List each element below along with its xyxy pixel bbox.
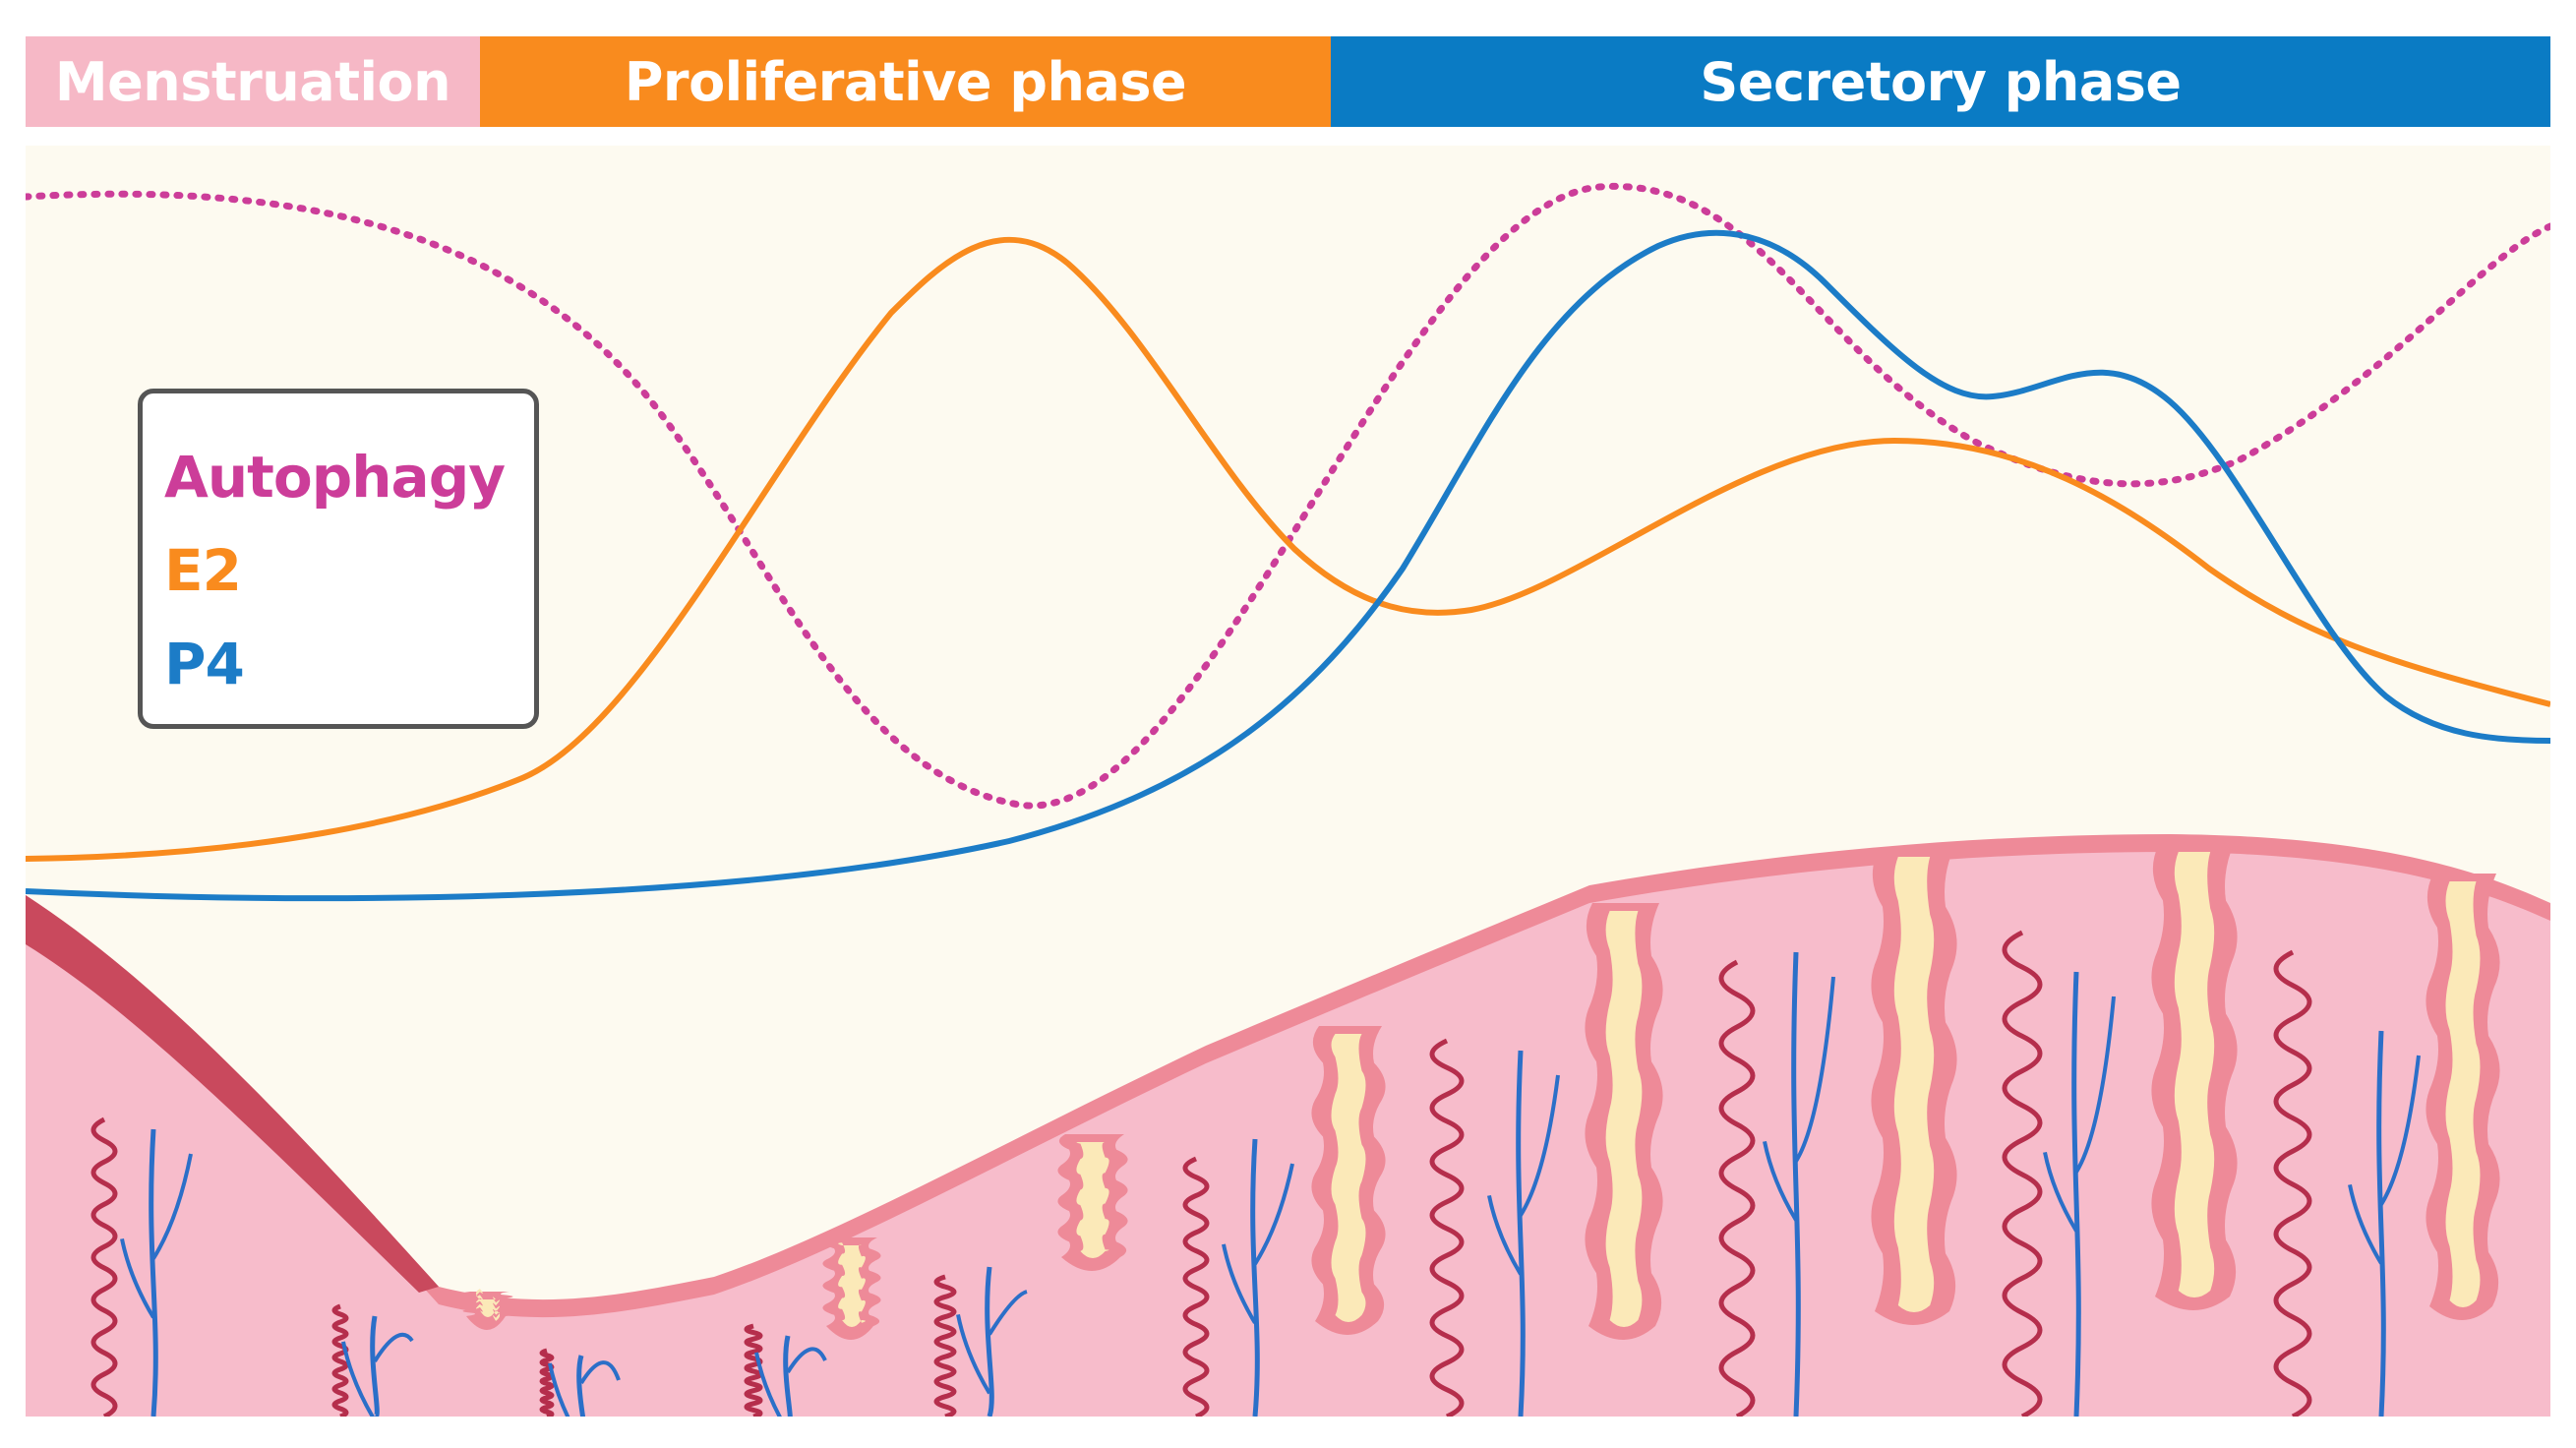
gland-lumen <box>1893 857 1935 1312</box>
spiral-artery <box>933 1274 957 1417</box>
vein-branch <box>1222 1243 1257 1324</box>
vein-branch <box>1763 1141 1798 1222</box>
phase-bar: Menstruation Proliferative phase Secreto… <box>26 36 2550 127</box>
vein <box>783 1335 793 1417</box>
gland-lumen <box>838 1242 866 1327</box>
autophagy-curve <box>26 182 2550 810</box>
p4-curve <box>26 229 2550 902</box>
vein-branch <box>1519 1074 1560 1217</box>
gland-lumen <box>1605 911 1643 1327</box>
spiral-artery <box>2002 930 2043 1417</box>
gland-lumen <box>1076 1141 1109 1258</box>
vein <box>1516 1050 1526 1417</box>
spiral-arteries <box>90 930 2312 1417</box>
diagram-canvas <box>26 182 2550 1417</box>
vein <box>1791 951 1801 1417</box>
phase-proliferative: Proliferative phase <box>480 36 1331 127</box>
vein-branch <box>988 1290 1028 1336</box>
legend-autophagy: Autophagy <box>164 444 506 511</box>
veins <box>120 951 2421 1417</box>
vein-branch <box>1487 1195 1523 1276</box>
spiral-artery <box>1182 1156 1210 1417</box>
vein <box>576 1355 586 1417</box>
vein-branch <box>120 1238 155 1319</box>
phase-menstruation: Menstruation <box>26 36 480 127</box>
spiral-artery <box>1718 959 1756 1417</box>
vein-branch <box>754 1352 782 1417</box>
spiral-artery <box>1429 1038 1465 1417</box>
shedding-layer <box>26 895 439 1293</box>
vein-branch <box>151 1153 193 1260</box>
vein-branch <box>548 1362 570 1417</box>
gland-lumen <box>475 1289 501 1321</box>
vein-branch <box>373 1332 414 1362</box>
gland-lumen <box>2445 881 2481 1307</box>
spiral-artery <box>744 1323 763 1417</box>
e2-curve <box>26 236 2550 862</box>
vein <box>2071 971 2081 1417</box>
endometrium-tissue <box>26 834 2550 1417</box>
vein <box>1250 1138 1260 1417</box>
vein-branch <box>956 1314 991 1395</box>
vein <box>985 1266 994 1417</box>
spiral-artery <box>90 1116 118 1417</box>
vein-branch <box>2348 1184 2383 1265</box>
vein-branch <box>2074 996 2116 1174</box>
vein-branch <box>2379 1055 2421 1206</box>
spiral-artery <box>331 1303 349 1417</box>
gland-lumen <box>2174 852 2215 1297</box>
uterine-glands <box>462 844 2500 1340</box>
vein-branch <box>341 1341 376 1417</box>
vein <box>370 1315 380 1417</box>
phase-secretory: Secretory phase <box>1331 36 2550 127</box>
vein-branch <box>786 1347 827 1373</box>
vein-branch <box>579 1360 621 1384</box>
diagram-stage <box>26 146 2550 1417</box>
vein <box>2376 1030 2386 1417</box>
legend-box: Autophagy E2 P4 <box>138 389 539 729</box>
vein <box>149 1128 158 1417</box>
legend-e2: E2 <box>164 537 242 604</box>
vein-branch <box>1253 1163 1294 1265</box>
spiral-artery <box>2273 949 2312 1417</box>
gland-lumen <box>1331 1034 1366 1322</box>
vein-branch <box>1794 976 1835 1163</box>
legend-p4: P4 <box>164 631 245 697</box>
vein-branch <box>2043 1152 2078 1233</box>
spiral-artery <box>539 1348 555 1417</box>
